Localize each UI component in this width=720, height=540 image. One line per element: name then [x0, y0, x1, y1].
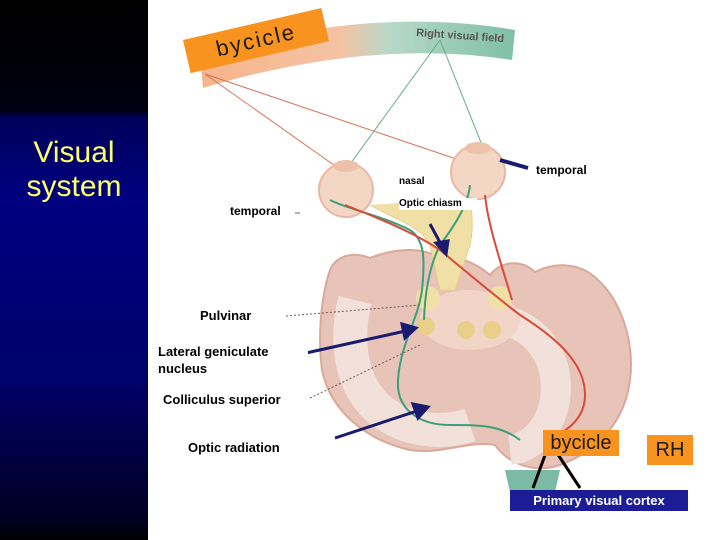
- left-eye: [318, 160, 374, 218]
- red-pathway: [344, 204, 587, 441]
- right-eye: [450, 142, 506, 200]
- left-sidebar: [0, 0, 148, 540]
- temporal-right-label: temporal: [536, 163, 587, 177]
- slide-title: Visual system: [26, 136, 122, 203]
- pointer-arrows: [305, 158, 529, 440]
- label-leaders: [285, 212, 421, 399]
- colliculus-label: Colliculus superior: [163, 392, 281, 407]
- visual-cortex-label: Primary visual cortex: [510, 490, 688, 511]
- bycicle-label-bottom: bycicle: [543, 430, 619, 456]
- pulvinar-label: Pulvinar: [200, 308, 252, 323]
- brain-section: [319, 249, 632, 492]
- temporal-left-label: temporal: [230, 204, 281, 218]
- projection-lines: [204, 39, 487, 179]
- lateral-geniculate-label: Lateral geniculate nucleus: [158, 343, 308, 377]
- hemisphere-label: RH: [647, 435, 693, 465]
- nasal-label: nasal: [399, 176, 425, 187]
- optic-chiasm-label: Optic chiasm: [399, 198, 477, 210]
- optic-radiation-label: Optic radiation: [188, 440, 348, 455]
